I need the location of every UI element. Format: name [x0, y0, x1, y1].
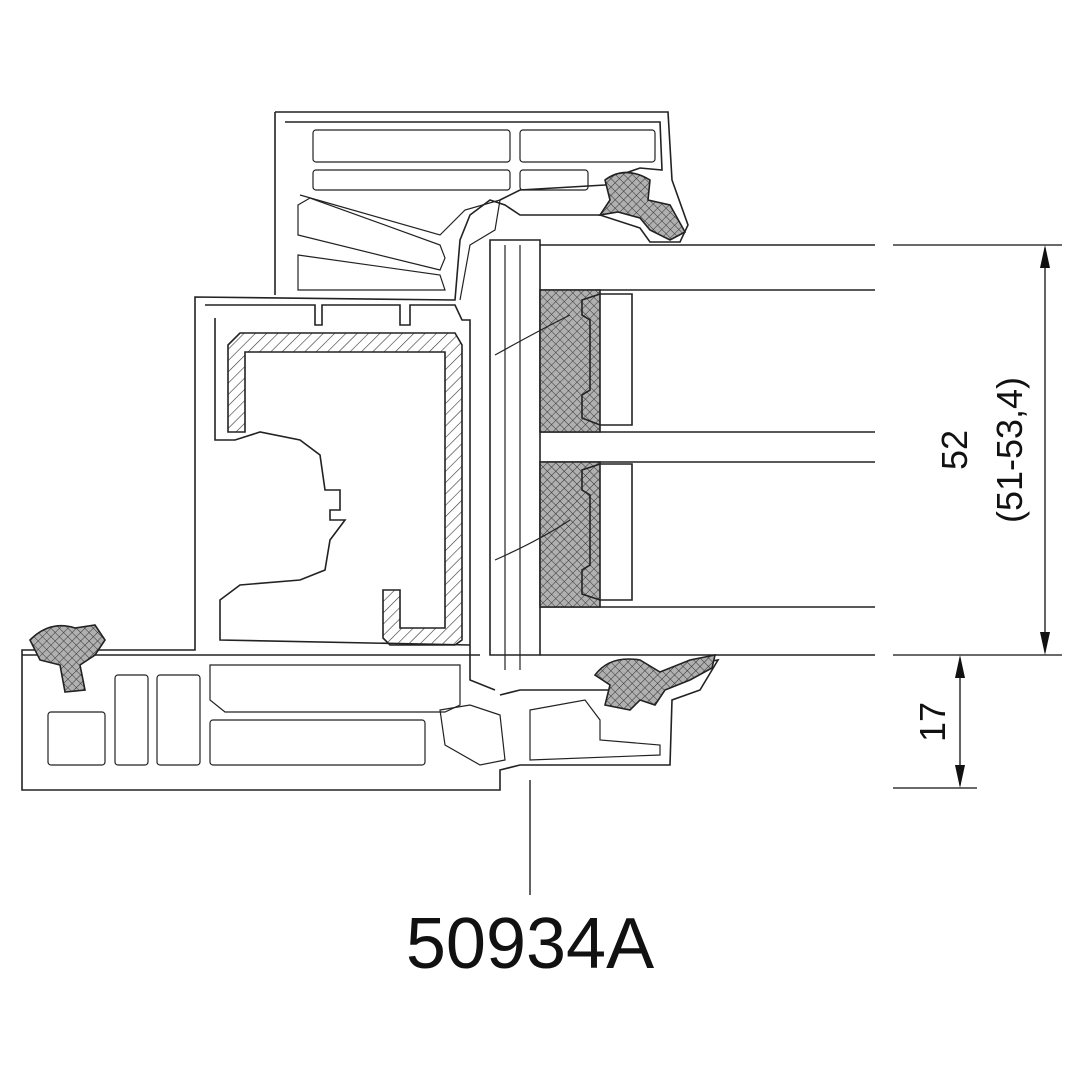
steel-reinforcement — [227, 332, 463, 646]
gaskets — [29, 171, 717, 711]
dimension-lines — [529, 244, 1062, 895]
glass-dimension: 52 — [934, 430, 975, 470]
profile-code-label: 50934A — [406, 904, 654, 984]
glazing — [489, 239, 875, 670]
frame-profile — [205, 304, 496, 691]
glass-dimension-range: (51-53,4) — [989, 377, 1030, 523]
bead-height-dimension: 17 — [912, 702, 953, 742]
bottom-frame-profile — [22, 654, 661, 766]
